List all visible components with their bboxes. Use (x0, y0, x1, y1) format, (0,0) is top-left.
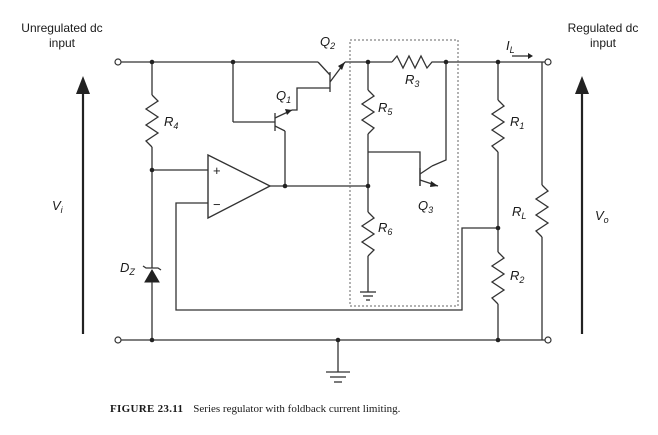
ground-symbol (326, 340, 350, 383)
figure-caption: FIGURE 23.11 Series regulator with foldba… (110, 403, 401, 415)
input-terminal-top (114, 58, 122, 66)
regulated-label-line2: input (590, 36, 617, 50)
regulated-label-line1: Regulated dc (568, 21, 639, 35)
rl-label: RL (512, 204, 526, 221)
transistor-q1 (232, 62, 330, 189)
input-terminal-bottom (114, 336, 122, 344)
r1-label: R1 (510, 114, 524, 131)
resistor-r2 (490, 228, 506, 340)
resistor-r3 (391, 54, 436, 70)
q2-label: Q2 (320, 34, 335, 51)
resistor-rl (534, 62, 550, 340)
vo-label: Vo (595, 208, 609, 225)
r2-label: R2 (510, 268, 524, 285)
vi-arrow (76, 76, 90, 334)
output-terminal-top (544, 58, 552, 66)
unregulated-label-line2: input (49, 36, 76, 50)
vi-label: Vi (52, 198, 64, 215)
unregulated-label-line1: Unregulated dc (21, 21, 102, 35)
resistor-r5 (360, 62, 376, 196)
resistor-r6 (360, 196, 376, 301)
il-label: IL (506, 38, 515, 55)
opamp-minus-label: − (213, 197, 221, 212)
dz-label: DZ (120, 260, 135, 277)
caption-number: FIGURE 23.11 (110, 403, 183, 415)
caption-text: Series regulator with foldback current l… (193, 403, 400, 415)
q3-label: Q3 (418, 198, 433, 215)
r6-label: R6 (378, 220, 392, 237)
r5-label: R5 (378, 100, 393, 117)
bottom-rail (114, 336, 552, 344)
op-amp (207, 153, 370, 220)
r4-label: R4 (164, 114, 178, 131)
vo-arrow (575, 76, 589, 334)
resistor-r4 (144, 62, 160, 170)
transistor-q3 (368, 62, 447, 187)
resistor-r1 (490, 62, 506, 228)
top-rail (114, 58, 552, 66)
r3-label: R3 (405, 72, 419, 89)
il-current-arrow (512, 53, 533, 59)
output-terminal-bottom (544, 336, 552, 344)
current-limit-box (349, 39, 459, 307)
zener-diode-dz (142, 170, 162, 340)
feedback-wire (175, 202, 498, 311)
q1-label: Q1 (276, 88, 291, 105)
transistor-q2 (317, 61, 346, 92)
opamp-plus-label: + (213, 163, 221, 178)
